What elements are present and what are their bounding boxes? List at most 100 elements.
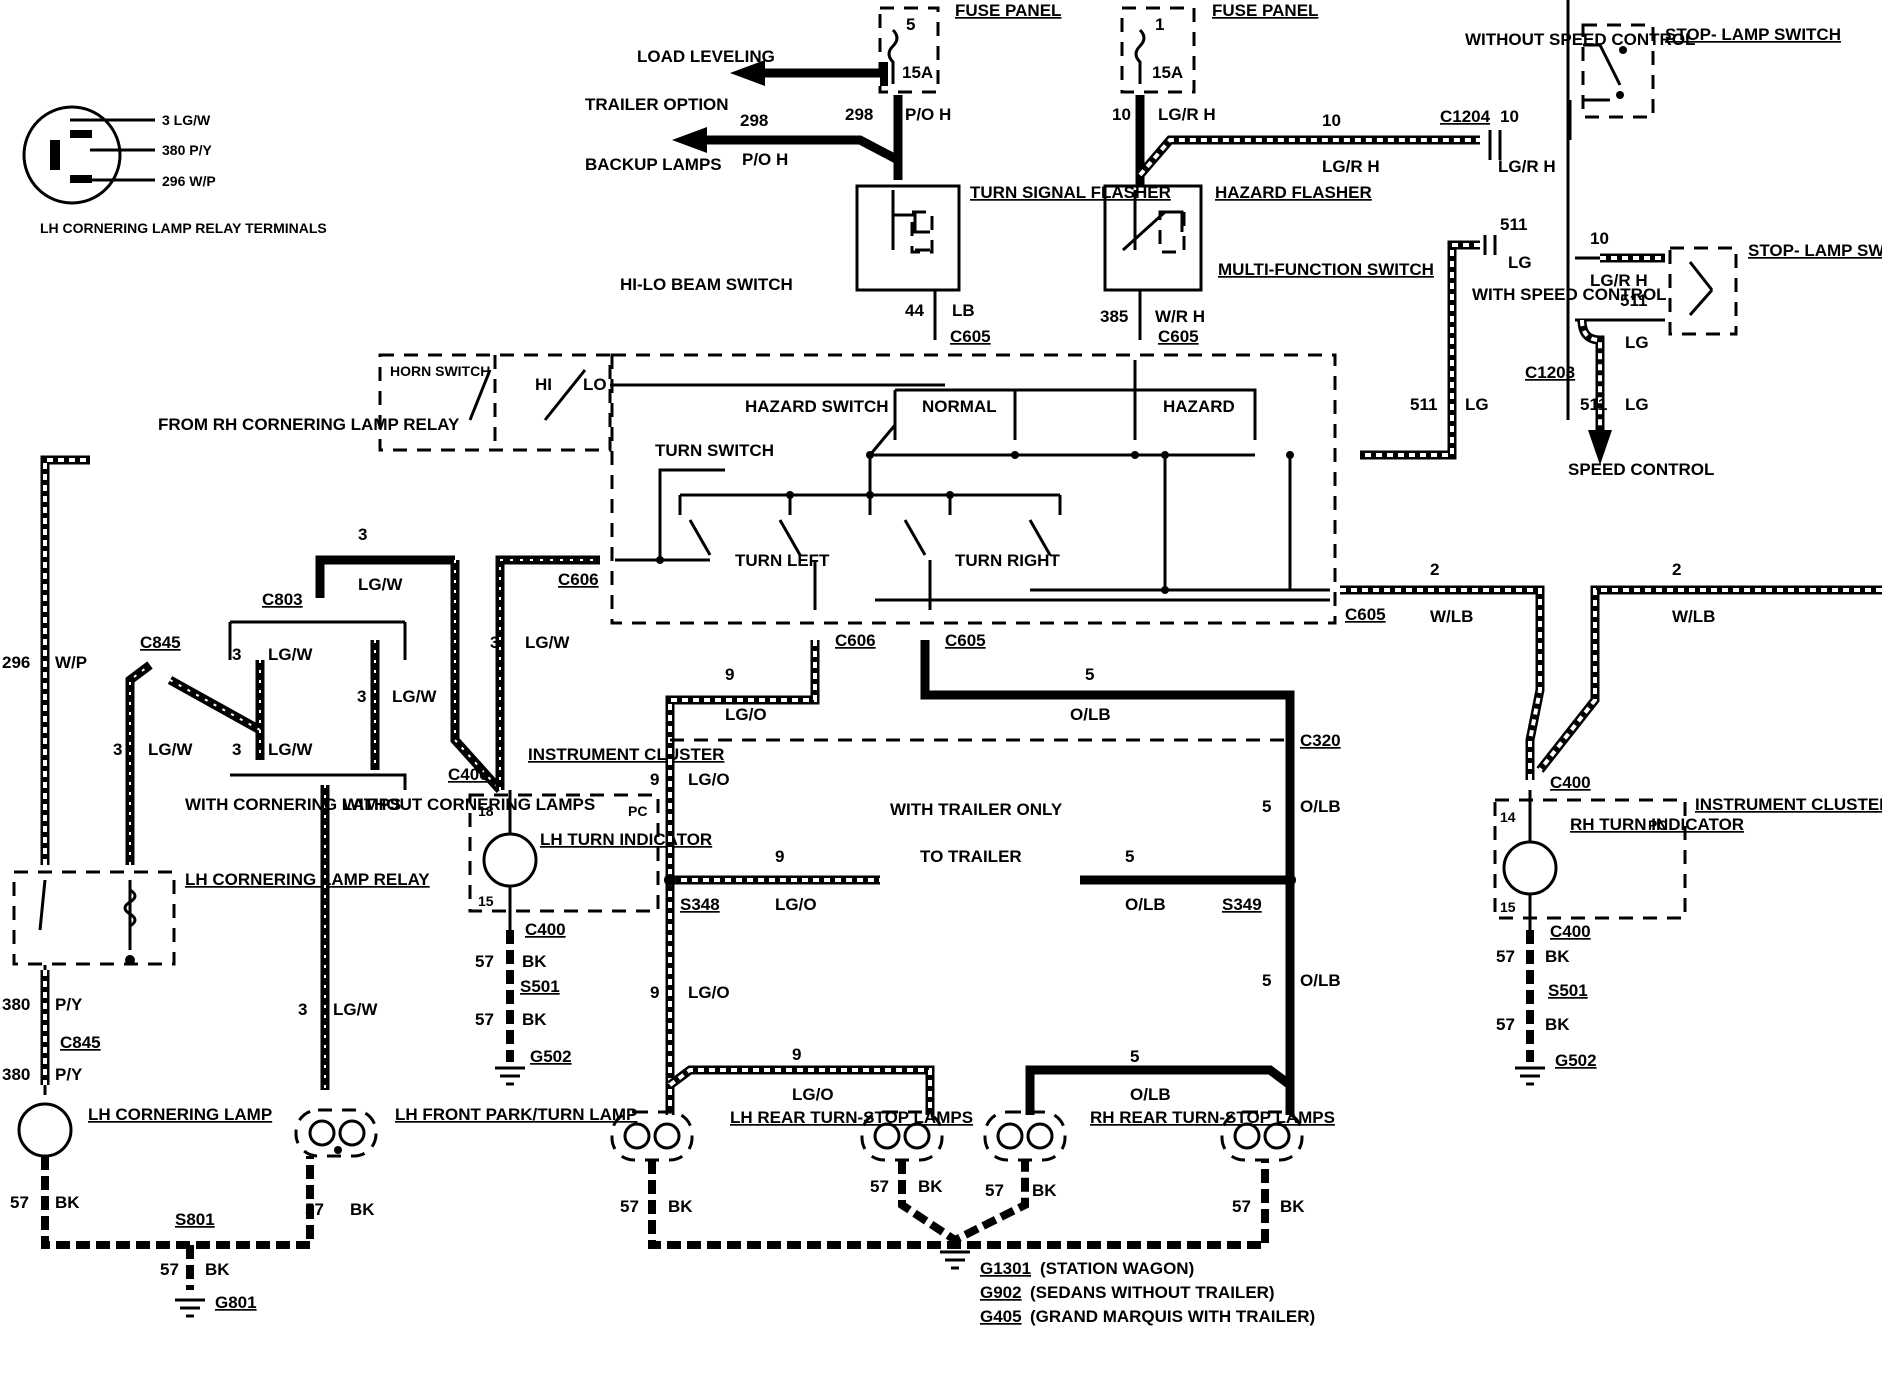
wire-circuit-2: 2 [1430, 560, 1439, 579]
wire-circuit-3: 3 [298, 1000, 307, 1019]
wire-circuit-296: 296 [2, 653, 30, 672]
fuse-number-5: 5 [906, 15, 915, 34]
wire-color-lgr-h: LG/R H [1498, 157, 1556, 176]
wire-color-olb: O/LB [1070, 705, 1111, 724]
speed-control-label: SPEED CONTROL [1568, 460, 1714, 479]
wire-circuit-3: 3 [358, 525, 367, 544]
connector-c606: C606 [835, 631, 876, 650]
wire-511-to-switch: 511 LG 511 LG [1360, 215, 1532, 460]
horn-switch-label: HORN SWITCH [390, 363, 490, 379]
to-trailer-label: TO TRAILER [920, 847, 1022, 866]
ground-g405-note: (GRAND MARQUIS WITH TRAILER) [1030, 1307, 1315, 1326]
multi-function-switch-box: HAZARD SWITCH NORMAL HAZARD TURN SWITCH … [558, 353, 1386, 650]
fuse-panel-right: 1 15A FUSE PANEL [1120, 1, 1318, 94]
wire-color-bk: BK [55, 1193, 80, 1212]
connector-c605: C605 [945, 631, 986, 650]
lh-cornering-relay-terminals: 3 LG/W 380 P/Y 296 W/P LH CORNERING LAMP… [22, 105, 327, 236]
wire-circuit-511: 511 [1500, 215, 1527, 234]
wire-circuit-9: 9 [725, 665, 734, 684]
wire-color-bk: BK [1545, 947, 1570, 966]
wire-color-olb: O/LB [1125, 895, 1166, 914]
wire-circuit-385: 385 [1100, 307, 1128, 326]
lh-cornering-circuit: FROM RH CORNERING LAMP RELAY 296 W/P LH … [2, 415, 460, 1318]
turn-signal-flasher: TURN SIGNAL FLASHER 44 LB C605 [855, 183, 1171, 346]
wire-circuit-3: 3 [113, 740, 122, 759]
hazard-label: HAZARD [1163, 397, 1235, 416]
load-leveling-label: LOAD LEVELING [637, 47, 775, 66]
connector-c606: C606 [558, 570, 599, 589]
wire-circuit-10: 10 [1112, 105, 1131, 124]
connector-c1203: C1203 [1525, 363, 1575, 382]
wire-color-wp: W/P [55, 653, 87, 672]
wire-circuit-3: 3 [232, 740, 241, 759]
wire-circuit-5: 5 [1130, 1047, 1139, 1066]
rear-ground-circuit: 57 BK 57 BK 57 BK 57 BK G1301 (STATION W… [620, 1160, 1315, 1326]
wire-circuit-5: 5 [1085, 665, 1094, 684]
wire-circuit-10: 10 [1500, 107, 1519, 126]
pin-15: 15 [1500, 899, 1516, 915]
wire-color-lgo: LG/O [725, 705, 767, 724]
wire-circuit-9: 9 [792, 1045, 801, 1064]
wire-circuit-10: 10 [1322, 111, 1341, 130]
connector-s501: S501 [1548, 981, 1588, 1000]
backup-lamps-label: BACKUP LAMPS [585, 155, 722, 174]
wire-circuit-5: 5 [1125, 847, 1134, 866]
wire-color-wr-h: W/R H [1155, 307, 1205, 326]
fuse-number-1: 1 [1155, 15, 1164, 34]
wire-color-lg: LG [1625, 395, 1649, 414]
ground-g502: G502 [530, 1047, 572, 1066]
wlb-circuit: 2 W/LB 2 W/LB [1340, 560, 1882, 780]
wire-color-bk: BK [1032, 1181, 1057, 1200]
hazard-switch-label: HAZARD SWITCH [745, 397, 889, 416]
connector-s501: S501 [520, 977, 560, 996]
wire-circuit-380: 380 [2, 1065, 30, 1084]
lh-cornering-lamp-label: LH CORNERING LAMP [88, 1105, 272, 1124]
stop-lamp-switch-without-speed-control: WITHOUT SPEED CONTROL STOP- LAMP SWITCH [1465, 23, 1841, 119]
wire-color-bk: BK [522, 1010, 547, 1029]
wire-color-olb: O/LB [1130, 1085, 1171, 1104]
wire-circuit-298: 298 [845, 105, 873, 124]
hazard-flasher-label: HAZARD FLASHER [1215, 183, 1372, 202]
wire-circuit-57: 57 [870, 1177, 889, 1196]
rear-turn-circuit: 9 LG/O 5 O/LB C320 9 LG/O 5 O/LB WITH TR… [650, 640, 1341, 1115]
wire-circuit-2: 2 [1672, 560, 1681, 579]
wire-circuit-44: 44 [905, 301, 924, 320]
turn-right-label: TURN RIGHT [955, 551, 1060, 570]
hi-lo-beam-switch-label: HI-LO BEAM SWITCH [620, 275, 793, 294]
wire-color-po-h: P/O H [742, 150, 788, 169]
wire-color-wlb: W/LB [1672, 607, 1715, 626]
connector-c400: C400 [1550, 922, 1591, 941]
wire-color-lgw: LG/W [358, 575, 403, 594]
multi-function-switch-label: MULTI-FUNCTION SWITCH [1218, 260, 1434, 279]
wire-color-py: P/Y [55, 995, 83, 1014]
without-cornering-lamps-label: WITHOUT CORNERING LAMPS [343, 795, 595, 814]
wire-color-lgw: LG/W [268, 645, 313, 664]
relay-terminals-caption: LH CORNERING LAMP RELAY TERMINALS [40, 220, 327, 236]
hazard-flasher: HAZARD FLASHER MULTI-FUNCTION SWITCH 385… [1100, 95, 1434, 346]
fuse-panel-left: 5 15A FUSE PANEL [878, 1, 1061, 94]
connector-c605: C605 [1158, 327, 1199, 346]
wire-color-lgo: LG/O [775, 895, 817, 914]
wire-color-py: P/Y [55, 1065, 83, 1084]
wire-color-lgo: LG/O [688, 770, 730, 789]
wire-color-po-h: P/O H [905, 105, 951, 124]
ground-g801: G801 [215, 1293, 257, 1312]
stop-lamp-switch-with-speed-control: 10 LG/R H 511 LG STOP- LAMP SWITCH WITH … [1472, 229, 1882, 479]
connector-c400: C400 [1550, 773, 1591, 792]
wire-circuit-57: 57 [475, 952, 494, 971]
instrument-cluster-label: INSTRUMENT CLUSTER [528, 745, 724, 764]
wire-circuit-57: 57 [475, 1010, 494, 1029]
wire-color-wlb: W/LB [1430, 607, 1473, 626]
wire-circuit-57: 57 [1496, 947, 1515, 966]
rh-instrument-cluster: C400 14 PC RH TURN INDICATOR 15 INSTRUME… [1493, 773, 1882, 1086]
connector-c845: C845 [140, 633, 181, 652]
turn-switch-label: TURN SWITCH [655, 441, 774, 460]
wire-circuit-9: 9 [650, 983, 659, 1002]
wire-color-lgw: LG/W [392, 687, 437, 706]
wire-color-lgr-h: LG/R H [1322, 157, 1380, 176]
connector-c605: C605 [950, 327, 991, 346]
lh-rear-turn-stop-lamps-label: LH REAR TURN-STOP LAMPS [730, 1108, 973, 1127]
wire-circuit-5: 5 [1262, 797, 1271, 816]
wire-circuit-511: 511 [1580, 395, 1607, 414]
wire-color-olb: O/LB [1300, 971, 1341, 990]
